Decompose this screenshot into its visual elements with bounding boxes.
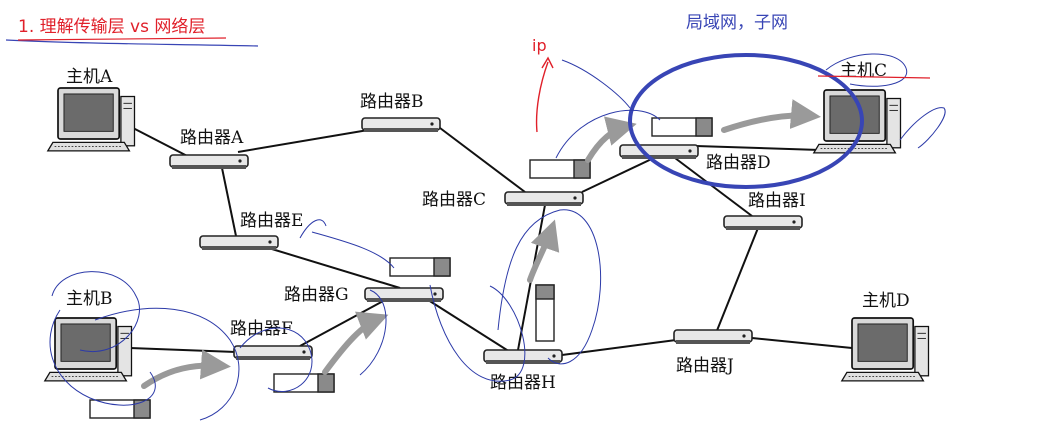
router-h bbox=[483, 349, 563, 365]
host-a-label: 主机A bbox=[66, 67, 113, 87]
link-routerG-routerH bbox=[424, 297, 511, 353]
router-f-label: 路由器F bbox=[230, 319, 293, 339]
hostC-red-mark bbox=[817, 75, 931, 79]
flow-arrow-2 bbox=[322, 311, 389, 375]
host-d-label: 主机D bbox=[862, 291, 910, 311]
link-routerH-routerJ bbox=[561, 339, 677, 356]
router-h-label: 路由器H bbox=[490, 373, 556, 393]
link-routerB-routerC bbox=[439, 127, 526, 193]
packet-near-routerC bbox=[529, 159, 591, 179]
router-d bbox=[619, 144, 699, 160]
annotation-underline bbox=[5, 39, 259, 47]
hand-scribbles bbox=[49, 53, 946, 421]
network-links bbox=[129, 127, 853, 356]
router-d-label: 路由器D bbox=[706, 153, 771, 173]
router-b bbox=[361, 117, 441, 133]
router-g-label: 路由器G bbox=[284, 285, 349, 305]
router-j-label: 路由器J bbox=[676, 356, 734, 376]
router-a-label: 路由器A bbox=[180, 128, 244, 148]
router-i-label: 路由器I bbox=[748, 191, 806, 211]
host-c-label: 主机C bbox=[840, 61, 887, 81]
link-routerD-routerI bbox=[674, 157, 753, 217]
flow-arrow-4 bbox=[585, 116, 637, 163]
flow-arrow-1 bbox=[141, 349, 231, 389]
router-f bbox=[233, 345, 313, 361]
router-j bbox=[673, 329, 753, 345]
router-a bbox=[169, 154, 249, 170]
host-a bbox=[46, 87, 136, 152]
annotation-lan: 局域网，子网 bbox=[686, 13, 788, 33]
link-routerF-routerG bbox=[299, 299, 386, 347]
router-e-label: 路由器E bbox=[240, 211, 303, 231]
link-routerA-routerE bbox=[221, 167, 237, 237]
link-routerD-hostC bbox=[695, 145, 821, 151]
link-routerJ-hostD bbox=[751, 337, 853, 349]
packet-vertical-routerH bbox=[535, 284, 555, 342]
link-routerE-routerG bbox=[261, 245, 401, 289]
router-c-label: 路由器C bbox=[422, 190, 486, 210]
router-b-label: 路由器B bbox=[360, 92, 424, 112]
link-routerI-routerJ bbox=[715, 227, 759, 334]
packet-near-routerD bbox=[651, 117, 713, 137]
flow-arrows bbox=[141, 99, 821, 389]
link-routerA-routerB bbox=[237, 127, 381, 153]
annotation-ip: ip bbox=[532, 36, 547, 55]
flow-arrow-5 bbox=[721, 99, 821, 133]
flow-arrow-3 bbox=[527, 219, 560, 283]
annotation-underline-red bbox=[17, 37, 227, 41]
router-i bbox=[723, 215, 803, 231]
packet-near-routerG bbox=[389, 257, 451, 277]
router-e bbox=[199, 235, 279, 251]
host-b-label: 主机B bbox=[66, 289, 113, 309]
annotation-ip-arrow bbox=[535, 56, 554, 133]
link-hostB-routerF bbox=[129, 347, 237, 353]
annotation-title: 1. 理解传输层 vs 网络层 bbox=[18, 17, 205, 37]
link-routerC-routerD bbox=[581, 154, 661, 193]
packet-near-routerF bbox=[273, 373, 335, 393]
host-d bbox=[840, 317, 930, 382]
lan-circle bbox=[628, 53, 864, 189]
router-c bbox=[504, 191, 584, 207]
